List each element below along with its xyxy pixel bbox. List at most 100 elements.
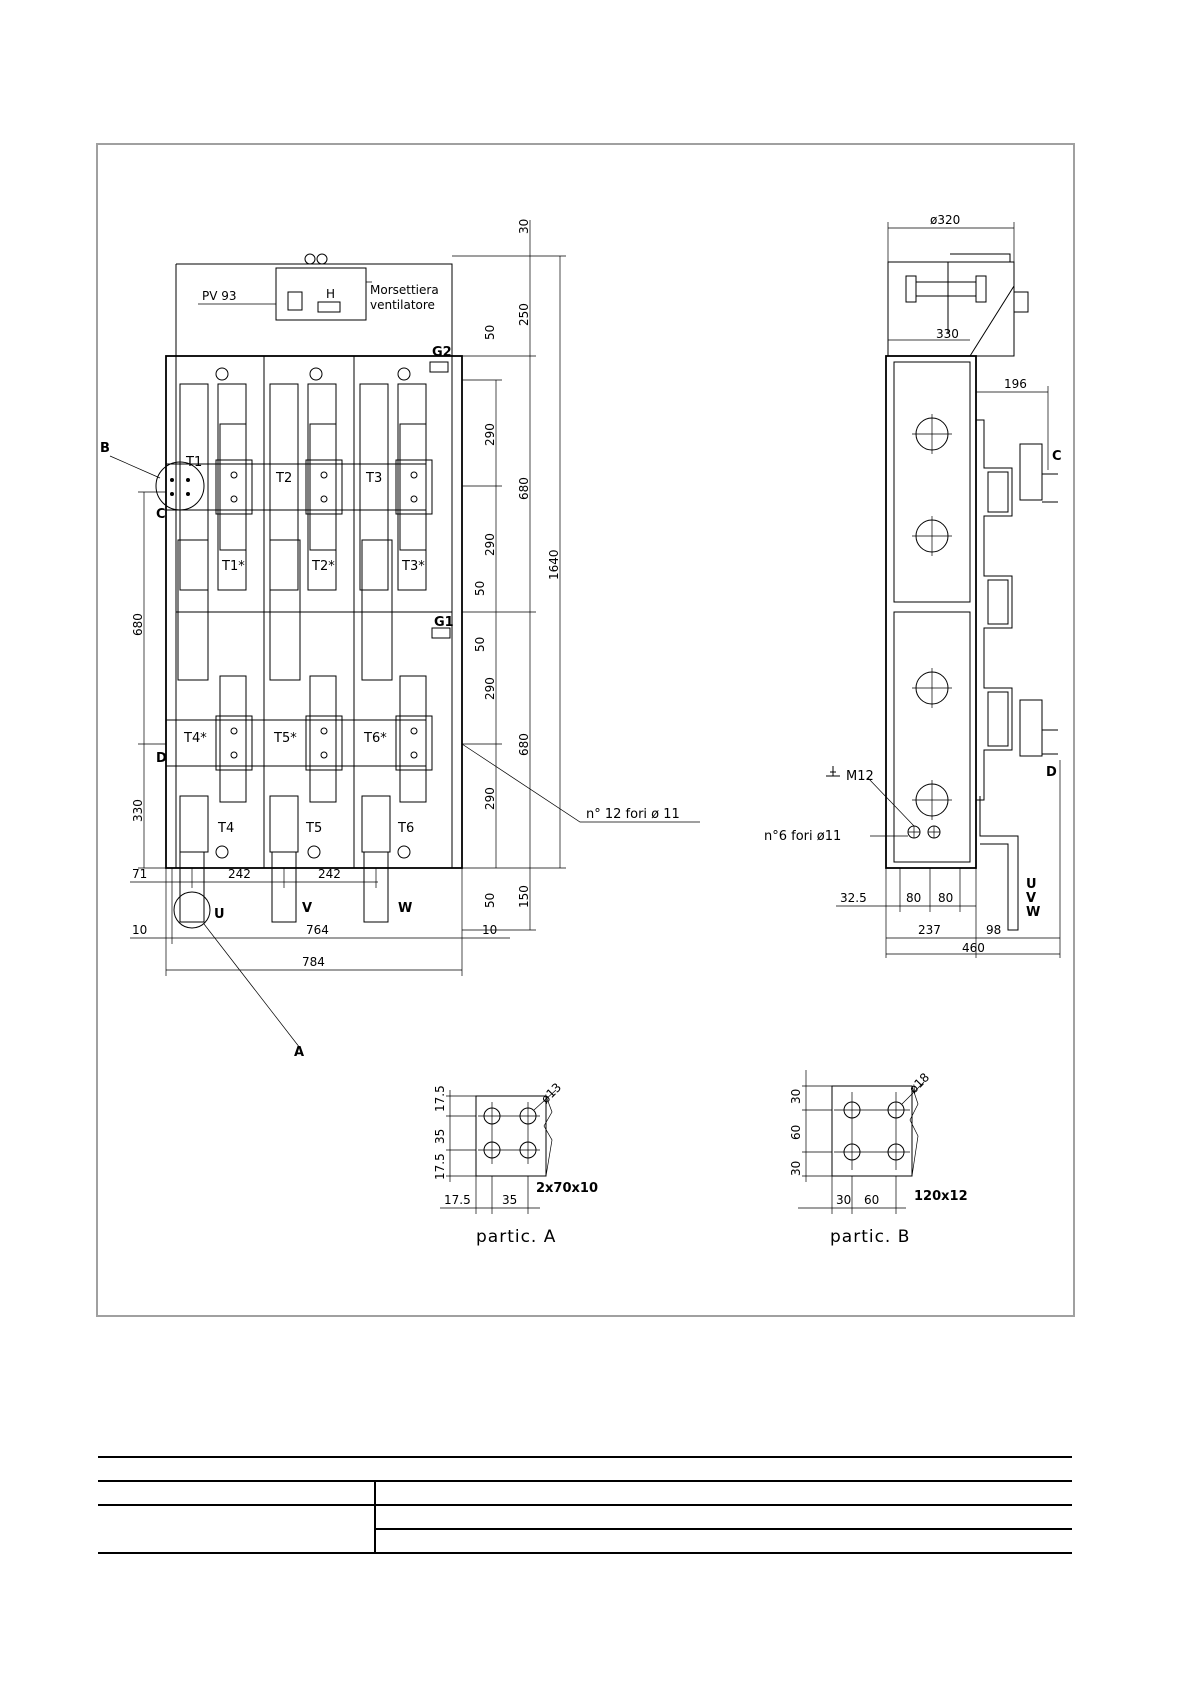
detail-b-60a: 60 [789, 1125, 803, 1140]
title-block-line-2 [98, 1480, 1072, 1482]
dim-10a: 10 [132, 923, 147, 937]
dim-290c: 290 [483, 677, 497, 700]
dim-290b: 290 [483, 533, 497, 556]
detail-a-bar: 2x70x10 [536, 1181, 598, 1196]
dim-30: 30 [517, 219, 531, 234]
dim-150: 150 [517, 885, 531, 908]
label-a: A [294, 1045, 304, 1060]
label-pv93: PV 93 [202, 289, 237, 303]
dim-680b: 680 [517, 733, 531, 756]
dim-50a: 50 [483, 325, 497, 340]
label-t2: T2 [275, 471, 292, 486]
dim-80b: 80 [938, 891, 953, 905]
label-side-d: D [1046, 765, 1057, 780]
label-uvw-w: W [1026, 905, 1040, 920]
detail-a-17-5a: 17.5 [433, 1085, 447, 1112]
dim-10b: 10 [482, 923, 497, 937]
busbar-upper [165, 463, 427, 511]
label-c: C [156, 507, 166, 522]
dim-330: 330 [936, 327, 959, 341]
label-b: B [100, 441, 110, 456]
fan-ring-right [316, 253, 328, 265]
label-morsettiera: Morsettiera [370, 283, 439, 297]
title-block-line-4 [374, 1528, 1072, 1530]
detail-b-marker [155, 461, 205, 511]
label-fori6: n°6 fori ø11 [764, 829, 841, 844]
label-w: W [398, 901, 412, 916]
dim-680a: 680 [517, 477, 531, 500]
fan-ring-left [304, 253, 316, 265]
dim-50c: 50 [473, 637, 487, 652]
detail-b-bar: 120x12 [914, 1189, 968, 1204]
detail-a-35b: 35 [502, 1193, 517, 1207]
dim-250: 250 [517, 303, 531, 326]
dim-242a: 242 [228, 867, 251, 881]
label-t5: T5 [305, 821, 322, 836]
label-d: D [156, 751, 167, 766]
detail-b-30a: 30 [789, 1089, 803, 1104]
detail-b-30c: 30 [836, 1193, 851, 1207]
drawing-frame [96, 143, 1075, 1317]
side-case [885, 355, 977, 869]
h-symbol [317, 301, 341, 313]
label-t1: T1 [185, 455, 202, 470]
detail-a-caption: partic. A [476, 1227, 556, 1247]
detail-b-60b: 60 [864, 1193, 879, 1207]
detail-a-marker [173, 891, 211, 929]
detail-a: ø13 17.5 35 17.5 17.5 35 2x70x10 partic.… [433, 1080, 598, 1247]
label-uvw-v: V [1026, 891, 1036, 906]
label-t6s: T6* [363, 731, 387, 746]
label-fori12: n° 12 fori ø 11 [586, 807, 680, 822]
label-u: U [214, 907, 225, 922]
label-h: H [326, 287, 335, 301]
dim-50b: 50 [473, 581, 487, 596]
label-g1: G1 [434, 615, 454, 630]
front-view: PV 93 H Morsettiera ventilatore G2 G1 [100, 219, 700, 1060]
dim-left-330: 330 [131, 799, 145, 822]
busbar-lower [165, 719, 427, 767]
dim-98: 98 [986, 923, 1001, 937]
side-view: M12 n°6 fori ø11 C D U V W ø320 330 196 … [764, 213, 1062, 958]
detail-b-hole: ø18 [906, 1070, 932, 1096]
dim-50d: 50 [483, 893, 497, 908]
pv93-symbol [287, 291, 303, 311]
dim-32-5: 32.5 [840, 891, 867, 905]
title-block-line-3 [98, 1504, 1072, 1506]
title-block-line-5 [98, 1552, 1072, 1554]
detail-a-17-5c: 17.5 [444, 1193, 471, 1207]
dim-460: 460 [962, 941, 985, 955]
label-t6: T6 [397, 821, 414, 836]
label-t3: T3 [365, 471, 382, 486]
detail-b: ø18 30 60 30 30 60 120x12 partic. B [789, 1070, 968, 1247]
title-block-divider [374, 1480, 376, 1552]
dim-764: 764 [306, 923, 329, 937]
detail-b-caption: partic. B [830, 1227, 910, 1247]
dim-290a: 290 [483, 423, 497, 446]
label-t5s: T5* [273, 731, 297, 746]
dim-290d: 290 [483, 787, 497, 810]
dim-71: 71 [132, 867, 147, 881]
label-t3s: T3* [401, 559, 425, 574]
dim-784: 784 [302, 955, 325, 969]
detail-b-30b: 30 [789, 1161, 803, 1176]
dim-237: 237 [918, 923, 941, 937]
dim-196: 196 [1004, 377, 1027, 391]
dim-1640: 1640 [547, 549, 561, 580]
title-block [98, 1456, 1072, 1554]
label-t1s: T1* [221, 559, 245, 574]
title-block-line-1 [98, 1456, 1072, 1458]
label-t2s: T2* [311, 559, 335, 574]
label-t4s: T4* [183, 731, 207, 746]
label-m12: M12 [846, 769, 874, 784]
label-side-c: C [1052, 449, 1062, 464]
detail-a-17-5b: 17.5 [433, 1153, 447, 1180]
dim-dia320: ø320 [930, 213, 960, 227]
dim-left-680: 680 [131, 613, 145, 636]
label-g2: G2 [432, 345, 452, 360]
detail-a-35a: 35 [433, 1129, 447, 1144]
label-t4: T4 [217, 821, 234, 836]
dim-80a: 80 [906, 891, 921, 905]
label-uvw-u: U [1026, 877, 1037, 892]
